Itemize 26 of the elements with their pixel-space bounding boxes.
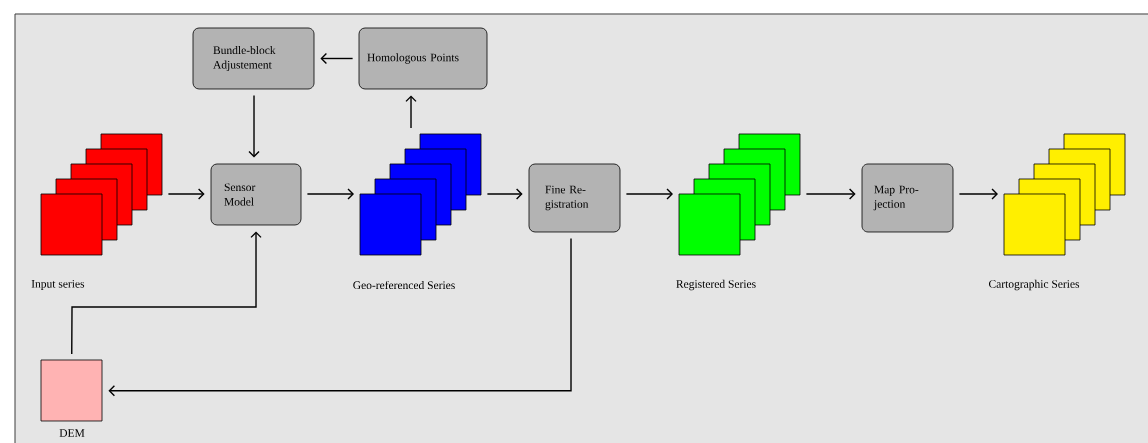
process-box: Bundle-block Adjustement: [192, 27, 315, 90]
process-box: Map Pro- jection: [861, 163, 954, 233]
arrow: [248, 94, 260, 158]
node-label: Registered Series: [676, 279, 756, 291]
arrow: [486, 188, 523, 200]
arrow: [108, 237, 572, 397]
image-stack: [359, 133, 482, 256]
arrow: [320, 52, 354, 65]
image-stack: [678, 133, 801, 256]
process-box: Homologous Points: [358, 27, 488, 90]
arrow: [405, 95, 417, 129]
node-label: DEM: [59, 429, 85, 437]
arrow: [958, 188, 998, 200]
image-stack: [40, 133, 163, 256]
process-box: Fine Re- gistration: [528, 163, 621, 233]
node-label: Cartographic Series: [988, 279, 1080, 291]
arrow: [625, 188, 673, 200]
node-label: Geo-referenced Series: [353, 280, 455, 290]
arrow: [71, 231, 262, 355]
square: [40, 359, 103, 422]
image-stack: [1003, 133, 1126, 256]
arrow: [306, 188, 354, 200]
arrow: [167, 188, 205, 200]
node-label: Input series: [31, 279, 85, 290]
process-box: Sensor Model: [210, 163, 302, 226]
arrow: [805, 188, 856, 200]
